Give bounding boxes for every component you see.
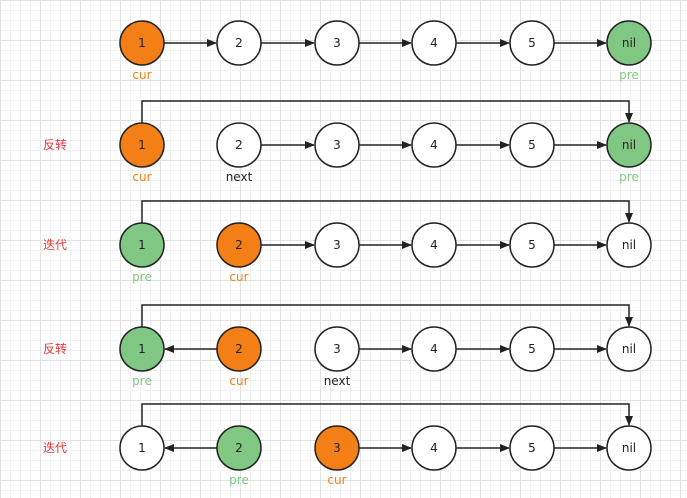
pointer-label: pre — [132, 270, 152, 284]
node-label: 3 — [333, 36, 341, 50]
list-node — [314, 326, 360, 372]
node-label: 3 — [333, 441, 341, 455]
node-label: 4 — [430, 441, 438, 455]
loop-arrow — [141, 403, 633, 426]
row-label: 反转 — [43, 341, 67, 356]
list-node — [606, 425, 652, 471]
list-node — [216, 222, 262, 268]
node-label: 4 — [430, 238, 438, 252]
pointer-label: pre — [619, 170, 639, 184]
node-label: 2 — [235, 441, 243, 455]
pointer-label: pre — [619, 68, 639, 82]
loop-arrow — [141, 100, 633, 123]
list-node — [606, 122, 652, 168]
list-node — [606, 20, 652, 66]
list-node — [411, 326, 457, 372]
list-node — [119, 222, 165, 268]
pointer-label: pre — [132, 374, 152, 388]
node-label: 4 — [430, 36, 438, 50]
node-label: 5 — [528, 441, 536, 455]
list-node — [216, 20, 262, 66]
list-node — [606, 222, 652, 268]
node-label: 1 — [138, 238, 146, 252]
list-node — [119, 20, 165, 66]
node-label: nil — [622, 238, 636, 252]
pointer-label: pre — [229, 473, 249, 487]
node-label: 2 — [235, 36, 243, 50]
pointer-label: cur — [229, 270, 248, 284]
pointer-label: next — [324, 374, 351, 388]
list-node — [314, 425, 360, 471]
list-node — [314, 122, 360, 168]
node-label: 4 — [430, 138, 438, 152]
list-node — [509, 326, 555, 372]
list-node — [606, 326, 652, 372]
node-label: 1 — [138, 138, 146, 152]
node-label: 5 — [528, 342, 536, 356]
node-label: 2 — [235, 342, 243, 356]
loop-arrow — [141, 304, 633, 327]
node-label: 1 — [138, 36, 146, 50]
list-node — [216, 326, 262, 372]
list-node — [216, 425, 262, 471]
node-label: 3 — [333, 138, 341, 152]
node-label: 3 — [333, 238, 341, 252]
row-label: 迭代 — [43, 441, 67, 455]
node-label: 4 — [430, 342, 438, 356]
pointer-label: cur — [229, 374, 248, 388]
pointer-label: cur — [132, 68, 151, 82]
node-label: 3 — [333, 342, 341, 356]
list-node — [411, 222, 457, 268]
node-label: 2 — [235, 238, 243, 252]
node-label: nil — [622, 441, 636, 455]
row-2: 反转 1 2 3 4 5 nil cur next pre — [43, 100, 652, 184]
row-5: 迭代 1 2 3 4 5 nil pre cur — [43, 403, 652, 487]
list-node — [411, 20, 457, 66]
node-label: 1 — [138, 441, 146, 455]
list-node — [119, 326, 165, 372]
row-4: 反转 1 2 3 4 5 nil pre cur next — [43, 304, 652, 388]
node-label: 5 — [528, 138, 536, 152]
node-label: nil — [622, 342, 636, 356]
node-label: nil — [622, 36, 636, 50]
row-3: 迭代 1 2 3 4 5 nil pre cur — [43, 200, 652, 284]
row-1: 1 2 3 4 5 nil cur pre — [119, 20, 652, 82]
list-node — [509, 222, 555, 268]
pointer-label: cur — [327, 473, 346, 487]
list-node — [119, 425, 165, 471]
list-node — [509, 122, 555, 168]
pointer-label: next — [226, 170, 253, 184]
list-node — [314, 222, 360, 268]
loop-arrow — [141, 200, 633, 223]
node-label: 5 — [528, 238, 536, 252]
node-label: 5 — [528, 36, 536, 50]
node-label: 2 — [235, 138, 243, 152]
node-label: nil — [622, 138, 636, 152]
list-node — [411, 425, 457, 471]
row-label: 迭代 — [43, 238, 67, 252]
row-label: 反转 — [43, 137, 67, 152]
list-node — [509, 425, 555, 471]
node-label: 1 — [138, 342, 146, 356]
list-node — [314, 20, 360, 66]
list-node — [411, 122, 457, 168]
pointer-label: cur — [132, 170, 151, 184]
list-node — [119, 122, 165, 168]
list-node — [509, 20, 555, 66]
list-node — [216, 122, 262, 168]
